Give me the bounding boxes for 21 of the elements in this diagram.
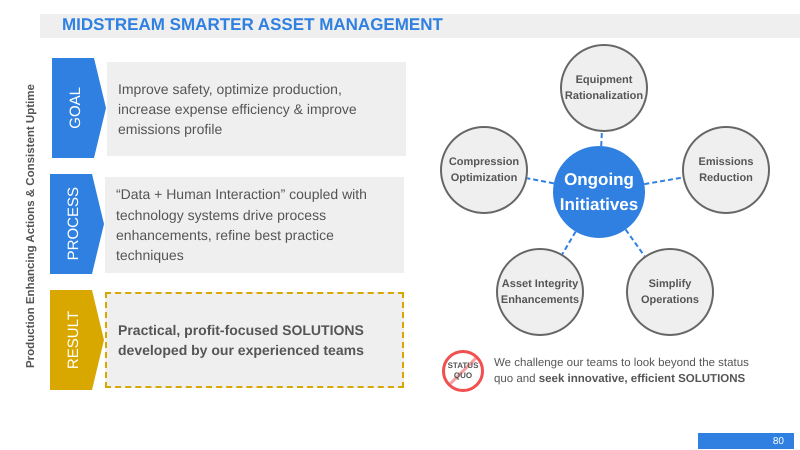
hub-circle: Ongoing Initiatives <box>553 146 645 238</box>
dashed-connector <box>624 228 646 257</box>
result-label-tab: RESULT <box>50 290 104 390</box>
dashed-connector <box>527 177 554 184</box>
initiative-circle: Emissions Reduction <box>682 126 770 214</box>
dashed-connector <box>600 132 603 146</box>
initiative-circle: Compression Optimization <box>440 126 528 214</box>
process-text-panel: “Data + Human Interaction” coupled with technology systems drive process enhancements, refine best practice techniques <box>105 177 404 273</box>
slide-title: MIDSTREAM SMARTER ASSET MANAGEMENT <box>62 15 443 36</box>
initiative-circle: Asset Integrity Enhancements <box>496 248 584 336</box>
initiative-circle: Simplify Operations <box>626 248 714 336</box>
process-label-tab: PROCESS <box>50 174 104 274</box>
page-number-badge: 80 <box>698 433 794 449</box>
goal-label-tab: GOAL <box>52 58 106 158</box>
initiative-circle: Equipment Rationalization <box>560 44 648 132</box>
challenge-statement: We challenge our teams to look beyond the status quo and seek innovative, efficient SOLUTIONS <box>494 356 750 388</box>
result-text-panel: Practical, profit-focused SOLUTIONS developed by our experienced teams <box>105 292 404 388</box>
side-caption: Production Enhancing Actions & Consistent Uptime <box>24 83 38 370</box>
dashed-connector <box>644 176 683 186</box>
dashed-connector <box>562 231 576 255</box>
goal-text-panel: Improve safety, optimize production, increase expense efficiency & improve emissions profile <box>107 62 406 156</box>
